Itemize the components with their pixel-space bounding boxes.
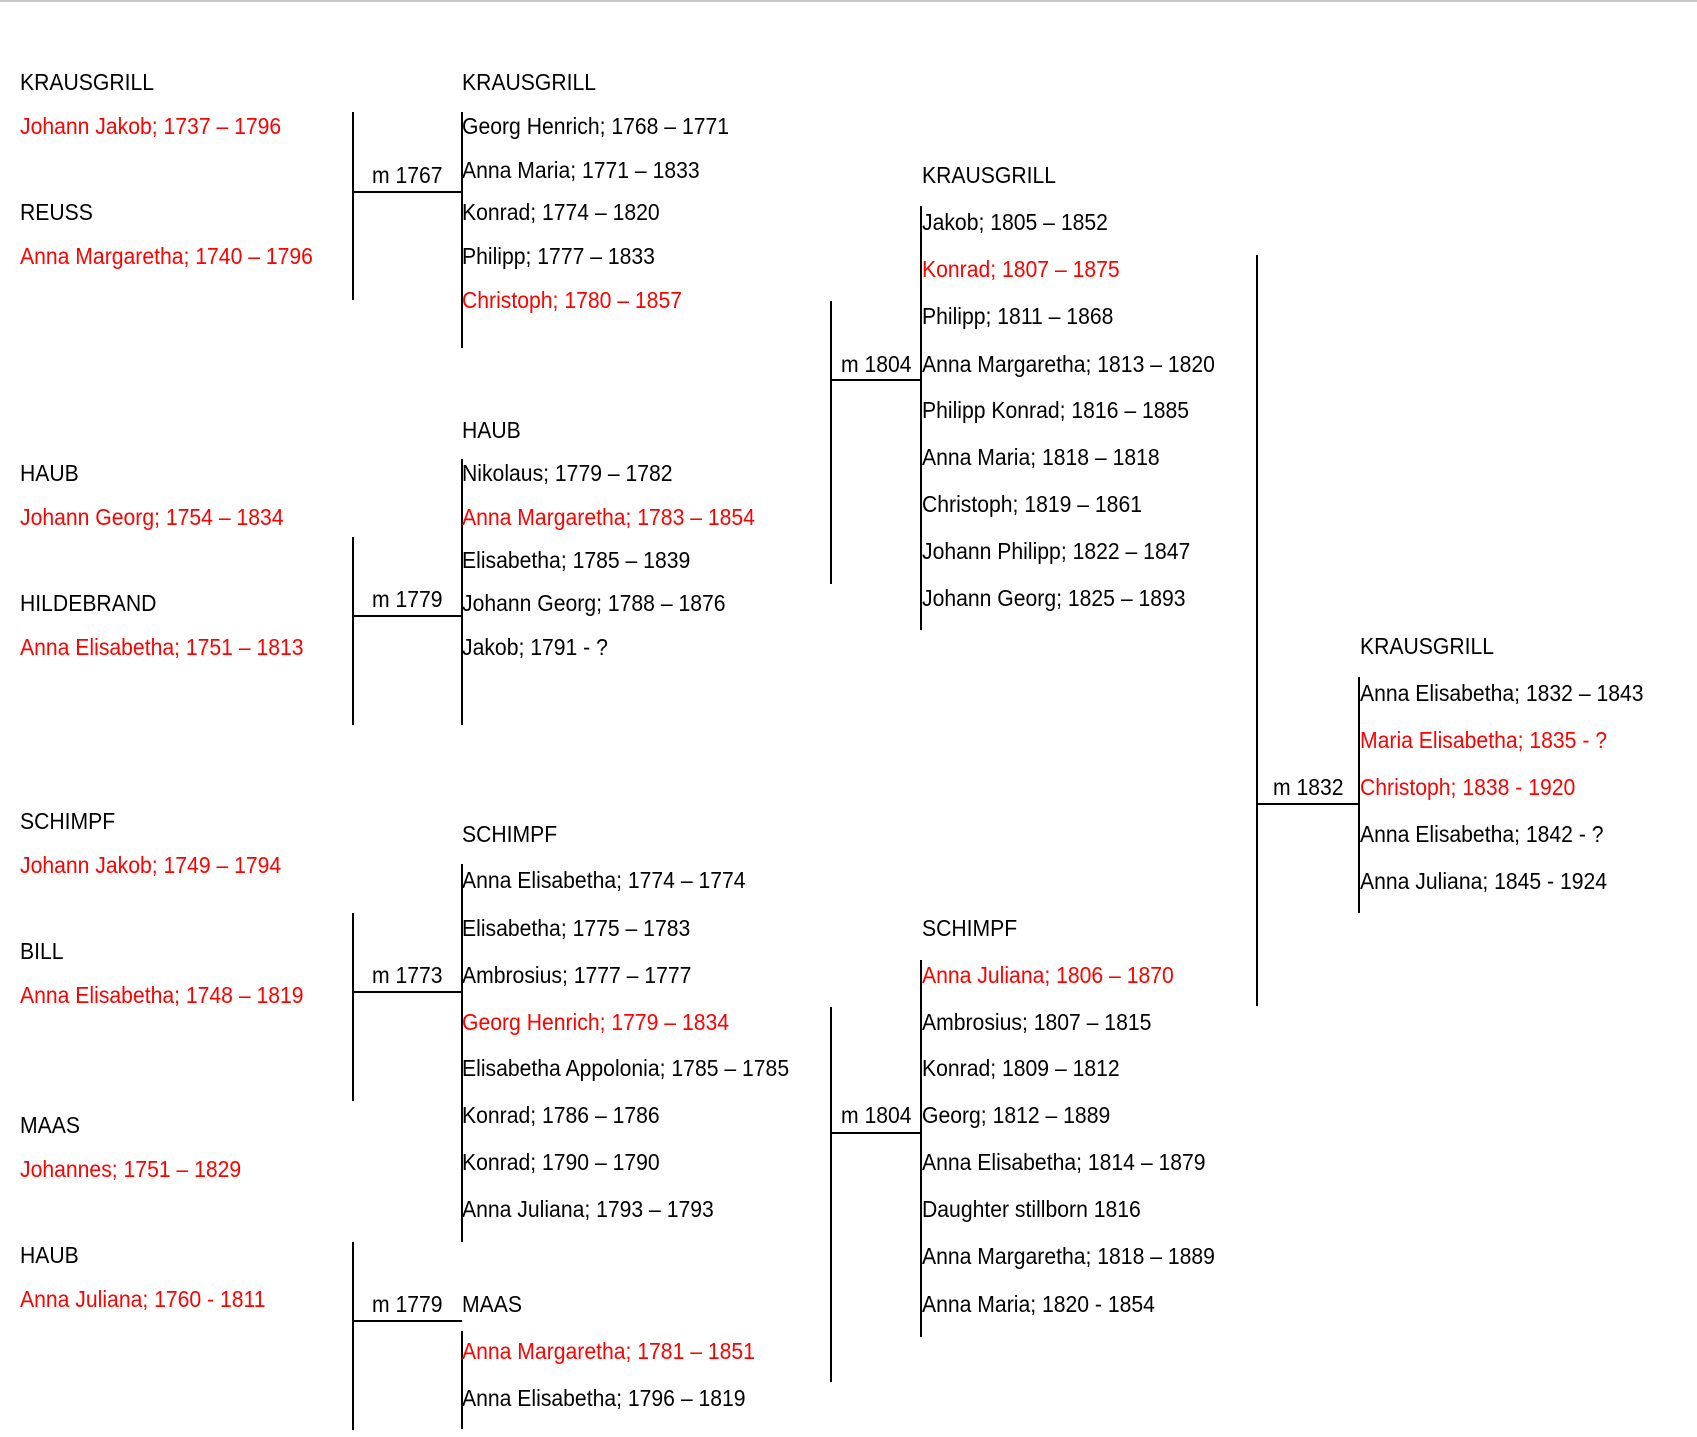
gen1-person: Johann Jakob; 1737 – 1796 [20, 113, 282, 139]
gen1-person: Johannes; 1751 – 1829 [20, 1156, 242, 1182]
marriage-connector-line [1256, 803, 1360, 805]
gen3-surname: SCHIMPF [922, 915, 1018, 941]
marriage-year-label: m 1779 [372, 1291, 443, 1317]
gen3-child: Anna Juliana; 1806 – 1870 [922, 962, 1174, 988]
gen1-surname: MAAS [20, 1112, 80, 1138]
gen2-surname: KRAUSGRILL [462, 69, 597, 95]
gen2-surname: SCHIMPF [462, 821, 558, 847]
gen2-child: Jakob; 1791 - ? [462, 634, 608, 660]
marriage-bracket-line [1256, 255, 1258, 1006]
marriage-connector-line [352, 615, 462, 617]
gen1-surname: KRAUSGRILL [20, 69, 155, 95]
gen2-child: Anna Elisabetha; 1796 – 1819 [462, 1385, 746, 1411]
top-divider [0, 0, 1697, 2]
gen2-child: Anna Elisabetha; 1774 – 1774 [462, 867, 746, 893]
gen4-child: Anna Elisabetha; 1842 - ? [1360, 821, 1604, 847]
gen3-child: Christoph; 1819 – 1861 [922, 491, 1142, 517]
gen1-surname: HAUB [20, 460, 79, 486]
marriage-bracket-line [352, 1242, 354, 1430]
gen3-child: Jakob; 1805 – 1852 [922, 209, 1108, 235]
marriage-connector-line [830, 1132, 921, 1134]
gen1-surname: HILDEBRAND [20, 590, 157, 616]
marriage-connector-line [830, 379, 921, 381]
gen3-child: Johann Philipp; 1822 – 1847 [922, 538, 1191, 564]
gen3-surname: KRAUSGRILL [922, 162, 1057, 188]
gen4-child: Anna Juliana; 1845 - 1924 [1360, 868, 1608, 894]
marriage-year-label: m 1779 [372, 586, 443, 612]
gen3-child: Konrad; 1807 – 1875 [922, 256, 1120, 282]
gen1-surname: BILL [20, 938, 64, 964]
gen2-child: Konrad; 1774 – 1820 [462, 199, 660, 225]
gen3-child: Anna Elisabetha; 1814 – 1879 [922, 1149, 1206, 1175]
marriage-bracket-line [352, 112, 354, 300]
gen3-child: Ambrosius; 1807 – 1815 [922, 1009, 1152, 1035]
gen2-child: Konrad; 1786 – 1786 [462, 1102, 660, 1128]
gen3-child: Daughter stillborn 1816 [922, 1196, 1141, 1222]
gen4-child: Anna Elisabetha; 1832 – 1843 [1360, 680, 1644, 706]
gen2-child: Anna Margaretha; 1783 – 1854 [462, 504, 755, 530]
marriage-bracket-line [352, 537, 354, 725]
gen2-child: Elisabetha; 1775 – 1783 [462, 915, 691, 941]
marriage-year-label: m 1773 [372, 962, 443, 988]
gen2-child: Anna Margaretha; 1781 – 1851 [462, 1338, 755, 1364]
gen1-person: Anna Elisabetha; 1748 – 1819 [20, 982, 304, 1008]
gen3-child: Johann Georg; 1825 – 1893 [922, 585, 1186, 611]
gen3-child: Philipp; 1811 – 1868 [922, 303, 1114, 329]
gen4-child: Maria Elisabetha; 1835 - ? [1360, 727, 1608, 753]
gen1-person: Anna Elisabetha; 1751 – 1813 [20, 634, 304, 660]
gen3-child: Anna Margaretha; 1813 – 1820 [922, 351, 1215, 377]
gen2-child: Konrad; 1790 – 1790 [462, 1149, 660, 1175]
marriage-year-label: m 1832 [1273, 774, 1344, 800]
gen3-child: Anna Maria; 1818 – 1818 [922, 444, 1160, 470]
gen2-child: Georg Henrich; 1779 – 1834 [462, 1009, 730, 1035]
gen2-child: Elisabetha Appolonia; 1785 – 1785 [462, 1055, 790, 1081]
children-bracket-line [920, 960, 922, 1337]
gen3-child: Konrad; 1809 – 1812 [922, 1055, 1120, 1081]
marriage-bracket-line [352, 913, 354, 1101]
gen1-surname: SCHIMPF [20, 808, 116, 834]
children-bracket-line [461, 864, 463, 1242]
marriage-bracket-line [830, 301, 832, 584]
gen1-person: Johann Georg; 1754 – 1834 [20, 504, 284, 530]
gen3-child: Anna Margaretha; 1818 – 1889 [922, 1243, 1215, 1269]
gen4-surname: KRAUSGRILL [1360, 633, 1495, 659]
children-bracket-line [461, 112, 463, 348]
marriage-year-label: m 1804 [841, 1102, 912, 1128]
children-bracket-line [461, 459, 463, 725]
marriage-year-label: m 1767 [372, 162, 443, 188]
children-bracket-line [920, 206, 922, 630]
gen1-person: Anna Juliana; 1760 - 1811 [20, 1286, 266, 1312]
gen3-child: Georg; 1812 – 1889 [922, 1102, 1111, 1128]
gen2-child: Johann Georg; 1788 – 1876 [462, 590, 726, 616]
marriage-bracket-line [830, 1007, 832, 1382]
gen2-child: Nikolaus; 1779 – 1782 [462, 460, 673, 486]
gen1-person: Johann Jakob; 1749 – 1794 [20, 852, 282, 878]
gen4-child: Christoph; 1838 - 1920 [1360, 774, 1576, 800]
gen2-child: Anna Maria; 1771 – 1833 [462, 157, 700, 183]
gen1-surname: HAUB [20, 1242, 79, 1268]
marriage-connector-line [352, 991, 462, 993]
gen3-child: Philipp Konrad; 1816 – 1885 [922, 397, 1190, 423]
gen2-surname: MAAS [462, 1291, 522, 1317]
gen3-child: Anna Maria; 1820 - 1854 [922, 1291, 1155, 1317]
children-bracket-line [1358, 677, 1360, 913]
gen2-surname: HAUB [462, 417, 521, 443]
marriage-connector-line [352, 191, 462, 193]
marriage-year-label: m 1804 [841, 351, 912, 377]
children-bracket-line [461, 1331, 463, 1429]
gen2-child: Christoph; 1780 – 1857 [462, 287, 682, 313]
marriage-connector-line [352, 1320, 462, 1322]
gen2-child: Anna Juliana; 1793 – 1793 [462, 1196, 714, 1222]
gen2-child: Elisabetha; 1785 – 1839 [462, 547, 691, 573]
gen2-child: Philipp; 1777 – 1833 [462, 243, 655, 269]
gen2-child: Georg Henrich; 1768 – 1771 [462, 113, 730, 139]
gen1-person: Anna Margaretha; 1740 – 1796 [20, 243, 313, 269]
gen2-child: Ambrosius; 1777 – 1777 [462, 962, 692, 988]
gen1-surname: REUSS [20, 199, 93, 225]
